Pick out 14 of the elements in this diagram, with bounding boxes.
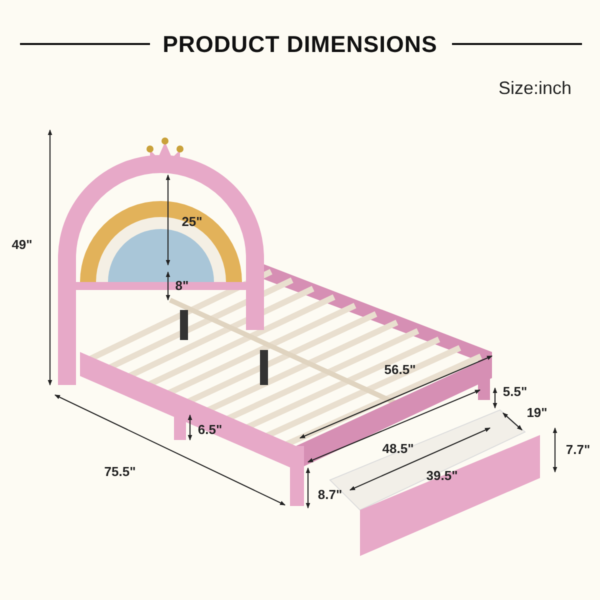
unit-note: Size:inch bbox=[498, 77, 572, 99]
dimension-label: 39.5" bbox=[426, 468, 458, 484]
dimension-label: 8.7" bbox=[318, 487, 342, 503]
dimension-label: 48.5" bbox=[382, 441, 414, 457]
dimension-label: 6.5" bbox=[198, 422, 222, 438]
dimension-label: 56.5" bbox=[384, 362, 416, 378]
dimension-label: 5.5" bbox=[502, 384, 528, 400]
dimension-label: 19" bbox=[526, 405, 548, 421]
title: PRODUCT DIMENSIONS bbox=[162, 31, 438, 57]
dimension-label: 7.7" bbox=[566, 442, 590, 458]
dimension-label: 75.5" bbox=[104, 464, 136, 480]
dimension-label: 49" bbox=[12, 237, 32, 253]
dimension-label: 8" bbox=[175, 278, 189, 294]
dimension-label: 25" bbox=[182, 214, 202, 230]
